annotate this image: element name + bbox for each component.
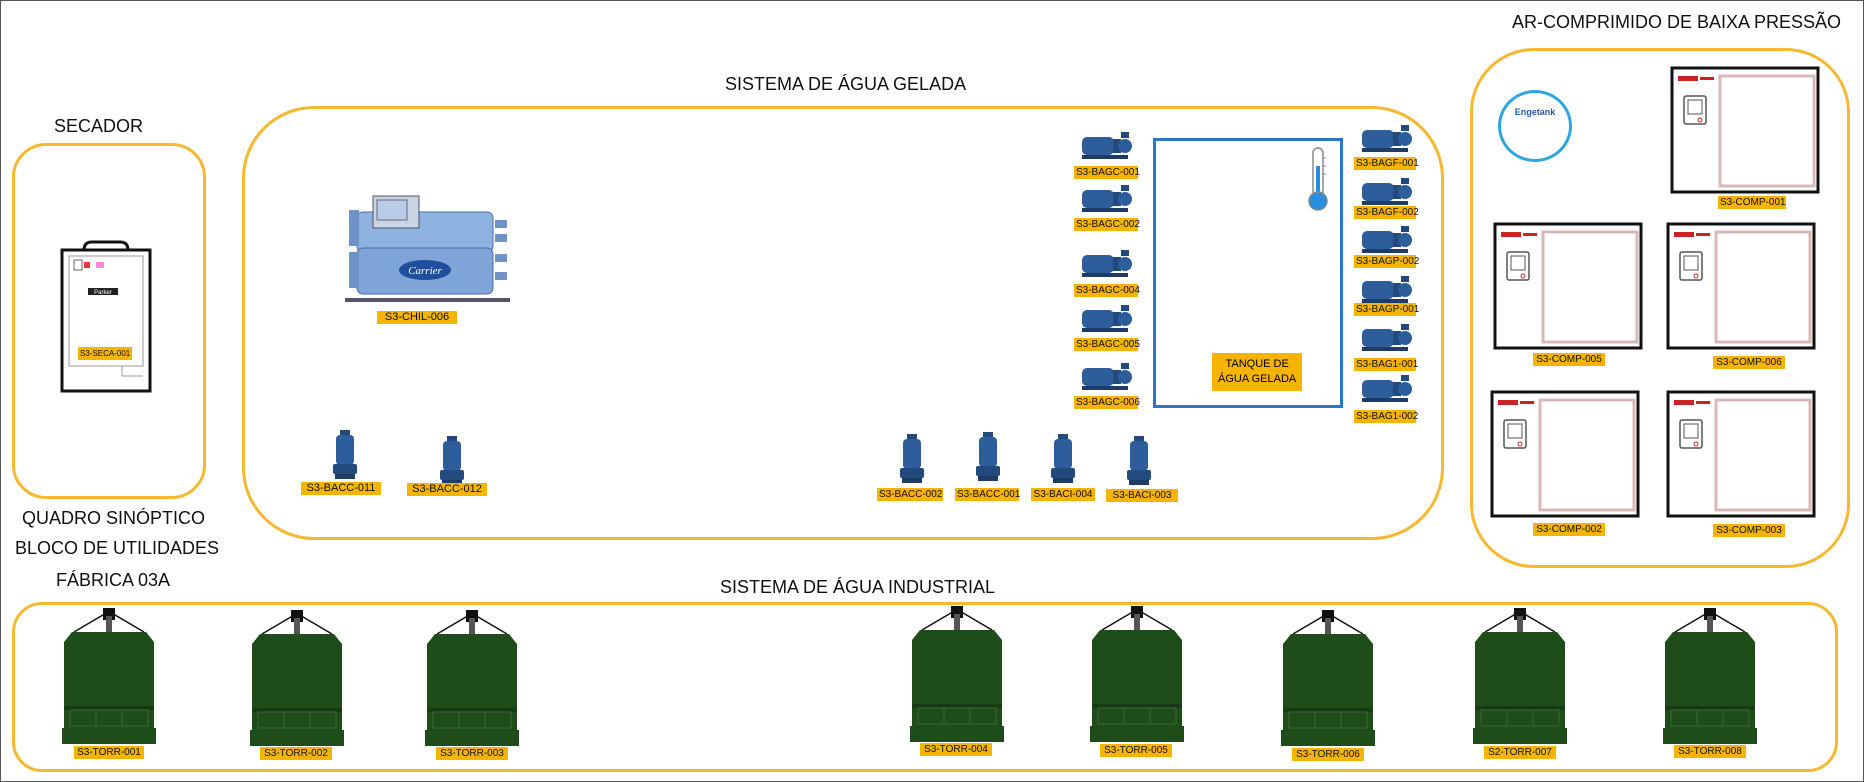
compressor-comp-003[interactable] [1666,390,1816,518]
tag-chiller[interactable]: S3-CHIL-006 [377,311,457,324]
pump-bagc-006[interactable] [1080,363,1132,391]
tag-pump-bagc-002[interactable]: S3-BAGC-002 [1074,218,1140,231]
tank-label: TANQUE DE ÁGUA GELADA [1212,353,1303,391]
synoptic-title-line3: FÁBRICA 03A [56,570,171,590]
tag-pump-bacc-001[interactable]: S3-BACC-001 [955,488,1021,501]
tag-pump-bagp-001[interactable]: S3-BAGP-001 [1354,303,1420,316]
pump-bacc-011[interactable] [333,430,357,480]
engetank-tank[interactable]: Engetank [1498,90,1572,162]
tag-cooling-tower-005[interactable]: S3-TORR-005 [1100,744,1172,757]
tag-pump-bag1-002[interactable]: S3-BAG1-002 [1354,410,1419,423]
cooling-tower-001[interactable] [62,606,156,748]
cooling-tower-003[interactable] [425,608,519,750]
pump-bagc-001[interactable] [1080,132,1132,160]
pump-bagf-002[interactable] [1360,178,1412,206]
pump-bagc-002[interactable] [1080,185,1132,213]
pump-bagc-005[interactable] [1080,305,1132,333]
chilled-water-tank[interactable] [1153,138,1343,408]
pump-bagf-001[interactable] [1360,125,1412,153]
synoptic-title-line1: QUADRO SINÓPTICO [22,508,206,528]
tag-cooling-tower-008[interactable]: S3-TORR-008 [1674,745,1746,758]
tag-dryer[interactable]: S3-SECA-001 [78,347,133,360]
thermometer-icon [1306,146,1330,212]
cooling-tower-006[interactable] [1281,608,1375,750]
chiller-brand-logo: Carrier [408,265,442,277]
tag-cooling-tower-004[interactable]: S3-TORR-004 [920,743,992,756]
tag-compressor-comp-001[interactable]: S3-COMP-001 [1718,196,1786,209]
dryer-brand-logo: Parker [94,290,112,296]
cooling-tower-002[interactable] [250,608,344,750]
panel-agua-gelada [242,106,1444,540]
tag-pump-bag1-001[interactable]: S3-BAG1-001 [1354,358,1419,371]
engetank-label: Engetank [1514,107,1556,117]
tag-compressor-comp-005[interactable]: S3-COMP-005 [1533,353,1605,366]
panel-agua-industrial [12,602,1838,772]
section-title-secador: SECADOR [54,116,144,136]
tag-pump-bagc-006[interactable]: S3-BAGC-006 [1074,396,1140,409]
synoptic-title-line2: BLOCO DE UTILIDADES [15,538,220,558]
compressor-comp-005[interactable] [1493,222,1643,350]
section-title-agua-gelada: SISTEMA DE ÁGUA GELADA [725,74,967,94]
panel-ar-comprimido [1470,48,1850,568]
tag-cooling-tower-006[interactable]: S3-TORR-006 [1292,748,1364,761]
pump-baci-003[interactable] [1127,436,1151,486]
tag-pump-baci-003[interactable]: S3-BACI-003 [1106,489,1178,502]
tag-pump-bagf-002[interactable]: S3-BAGF-002 [1354,206,1419,219]
tag-pump-bacc-012[interactable]: S3-BACC-012 [407,483,487,496]
section-title-ar-comprimido: AR-COMPRIMIDO DE BAIXA PRESSÃO [1512,12,1842,32]
pump-bagc-004[interactable] [1080,250,1132,278]
dryer-unit[interactable]: Parker [60,240,152,393]
pump-bagp-002[interactable] [1360,226,1412,254]
chiller-unit[interactable]: Carrier [345,192,510,308]
tag-pump-bagc-005[interactable]: S3-BAGC-005 [1074,338,1140,351]
pump-bacc-002[interactable] [900,434,924,484]
tag-pump-baci-004[interactable]: S3-BACI-004 [1031,488,1095,501]
pump-baci-004[interactable] [1051,434,1075,484]
pump-bacc-012[interactable] [440,436,464,486]
panel-secador [12,143,206,499]
tag-pump-bacc-002[interactable]: S3-BACC-002 [877,488,943,501]
tag-pump-bacc-011[interactable]: S3-BACC-011 [301,482,381,495]
cooling-tower-008[interactable] [1663,606,1757,748]
tag-cooling-tower-001[interactable]: S3-TORR-001 [74,746,144,759]
pump-bag1-002[interactable] [1360,375,1412,403]
tag-pump-bagc-001[interactable]: S3-BAGC-001 [1074,166,1140,179]
compressor-comp-002[interactable] [1490,390,1640,518]
tag-cooling-tower-007[interactable]: S2-TORR-007 [1484,746,1556,759]
tag-pump-bagp-002[interactable]: S3-BAGP-002 [1354,255,1420,268]
tag-compressor-comp-002[interactable]: S3-COMP-002 [1533,523,1605,536]
compressor-comp-006[interactable] [1666,222,1816,350]
pump-bacc-001[interactable] [976,432,1000,482]
tag-compressor-comp-003[interactable]: S3-COMP-003 [1713,524,1785,537]
tag-cooling-tower-003[interactable]: S3-TORR-003 [436,747,508,760]
pump-bag1-001[interactable] [1360,324,1412,352]
tag-pump-bagc-004[interactable]: S3-BAGC-004 [1074,284,1140,297]
tag-cooling-tower-002[interactable]: S3-TORR-002 [260,747,332,760]
cooling-tower-004[interactable] [910,604,1004,746]
tag-compressor-comp-006[interactable]: S3-COMP-006 [1713,356,1785,369]
tag-pump-bagf-001[interactable]: S3-BAGF-001 [1354,157,1419,170]
compressor-comp-001[interactable] [1670,66,1820,194]
section-title-agua-industrial: SISTEMA DE ÁGUA INDUSTRIAL [720,577,996,597]
pump-bagp-001[interactable] [1360,276,1412,304]
cooling-tower-005[interactable] [1090,604,1184,746]
cooling-tower-007[interactable] [1473,606,1567,748]
